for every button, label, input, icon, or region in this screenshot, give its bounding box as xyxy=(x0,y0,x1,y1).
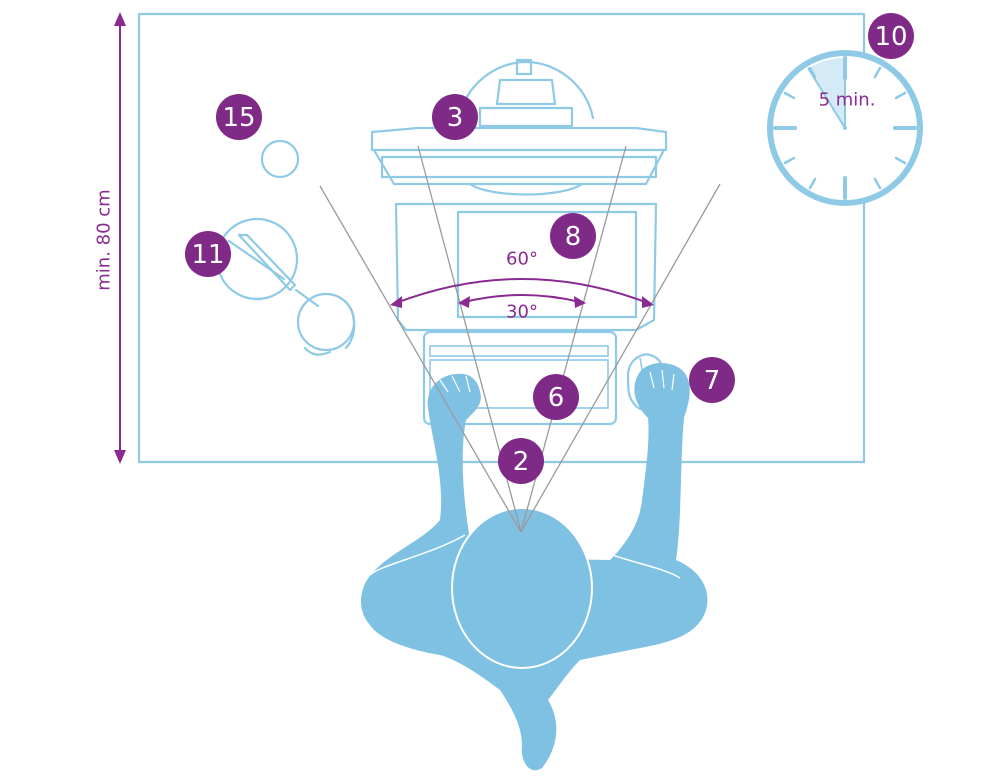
keyboard xyxy=(422,330,618,426)
drink-cup-icon xyxy=(215,217,356,356)
svg-text:3: 3 xyxy=(447,103,464,133)
badge-10: 10 xyxy=(868,13,914,59)
badge-3: 3 xyxy=(432,94,478,140)
clock-icon: 5 min. xyxy=(767,50,923,206)
angle-60-label: 60° xyxy=(506,249,538,270)
badge-15: 15 xyxy=(216,94,262,140)
badge-2: 2 xyxy=(498,438,544,484)
angle-30-label: 30° xyxy=(506,302,538,323)
svg-text:11: 11 xyxy=(191,240,224,270)
desk-depth-label: min. 80 cm xyxy=(94,189,115,290)
viewing-angle-60: 60° xyxy=(390,249,654,308)
desk-lamp xyxy=(370,58,668,196)
svg-text:8: 8 xyxy=(565,222,582,252)
person-figure xyxy=(360,363,708,771)
svg-text:10: 10 xyxy=(874,22,907,52)
clock-label: 5 min. xyxy=(819,90,876,111)
badge-7: 7 xyxy=(689,357,735,403)
glass-icon xyxy=(260,139,300,179)
desk-depth-dimension: min. 80 cm xyxy=(94,12,126,464)
svg-text:2: 2 xyxy=(513,447,530,477)
desk-outline xyxy=(137,12,866,464)
svg-text:7: 7 xyxy=(704,366,721,396)
badge-11: 11 xyxy=(185,231,231,277)
badge-6: 6 xyxy=(533,374,579,420)
viewing-angle-30: 30° xyxy=(458,294,586,323)
svg-text:15: 15 xyxy=(222,103,255,133)
badge-8: 8 xyxy=(550,213,596,259)
svg-text:6: 6 xyxy=(548,383,565,413)
